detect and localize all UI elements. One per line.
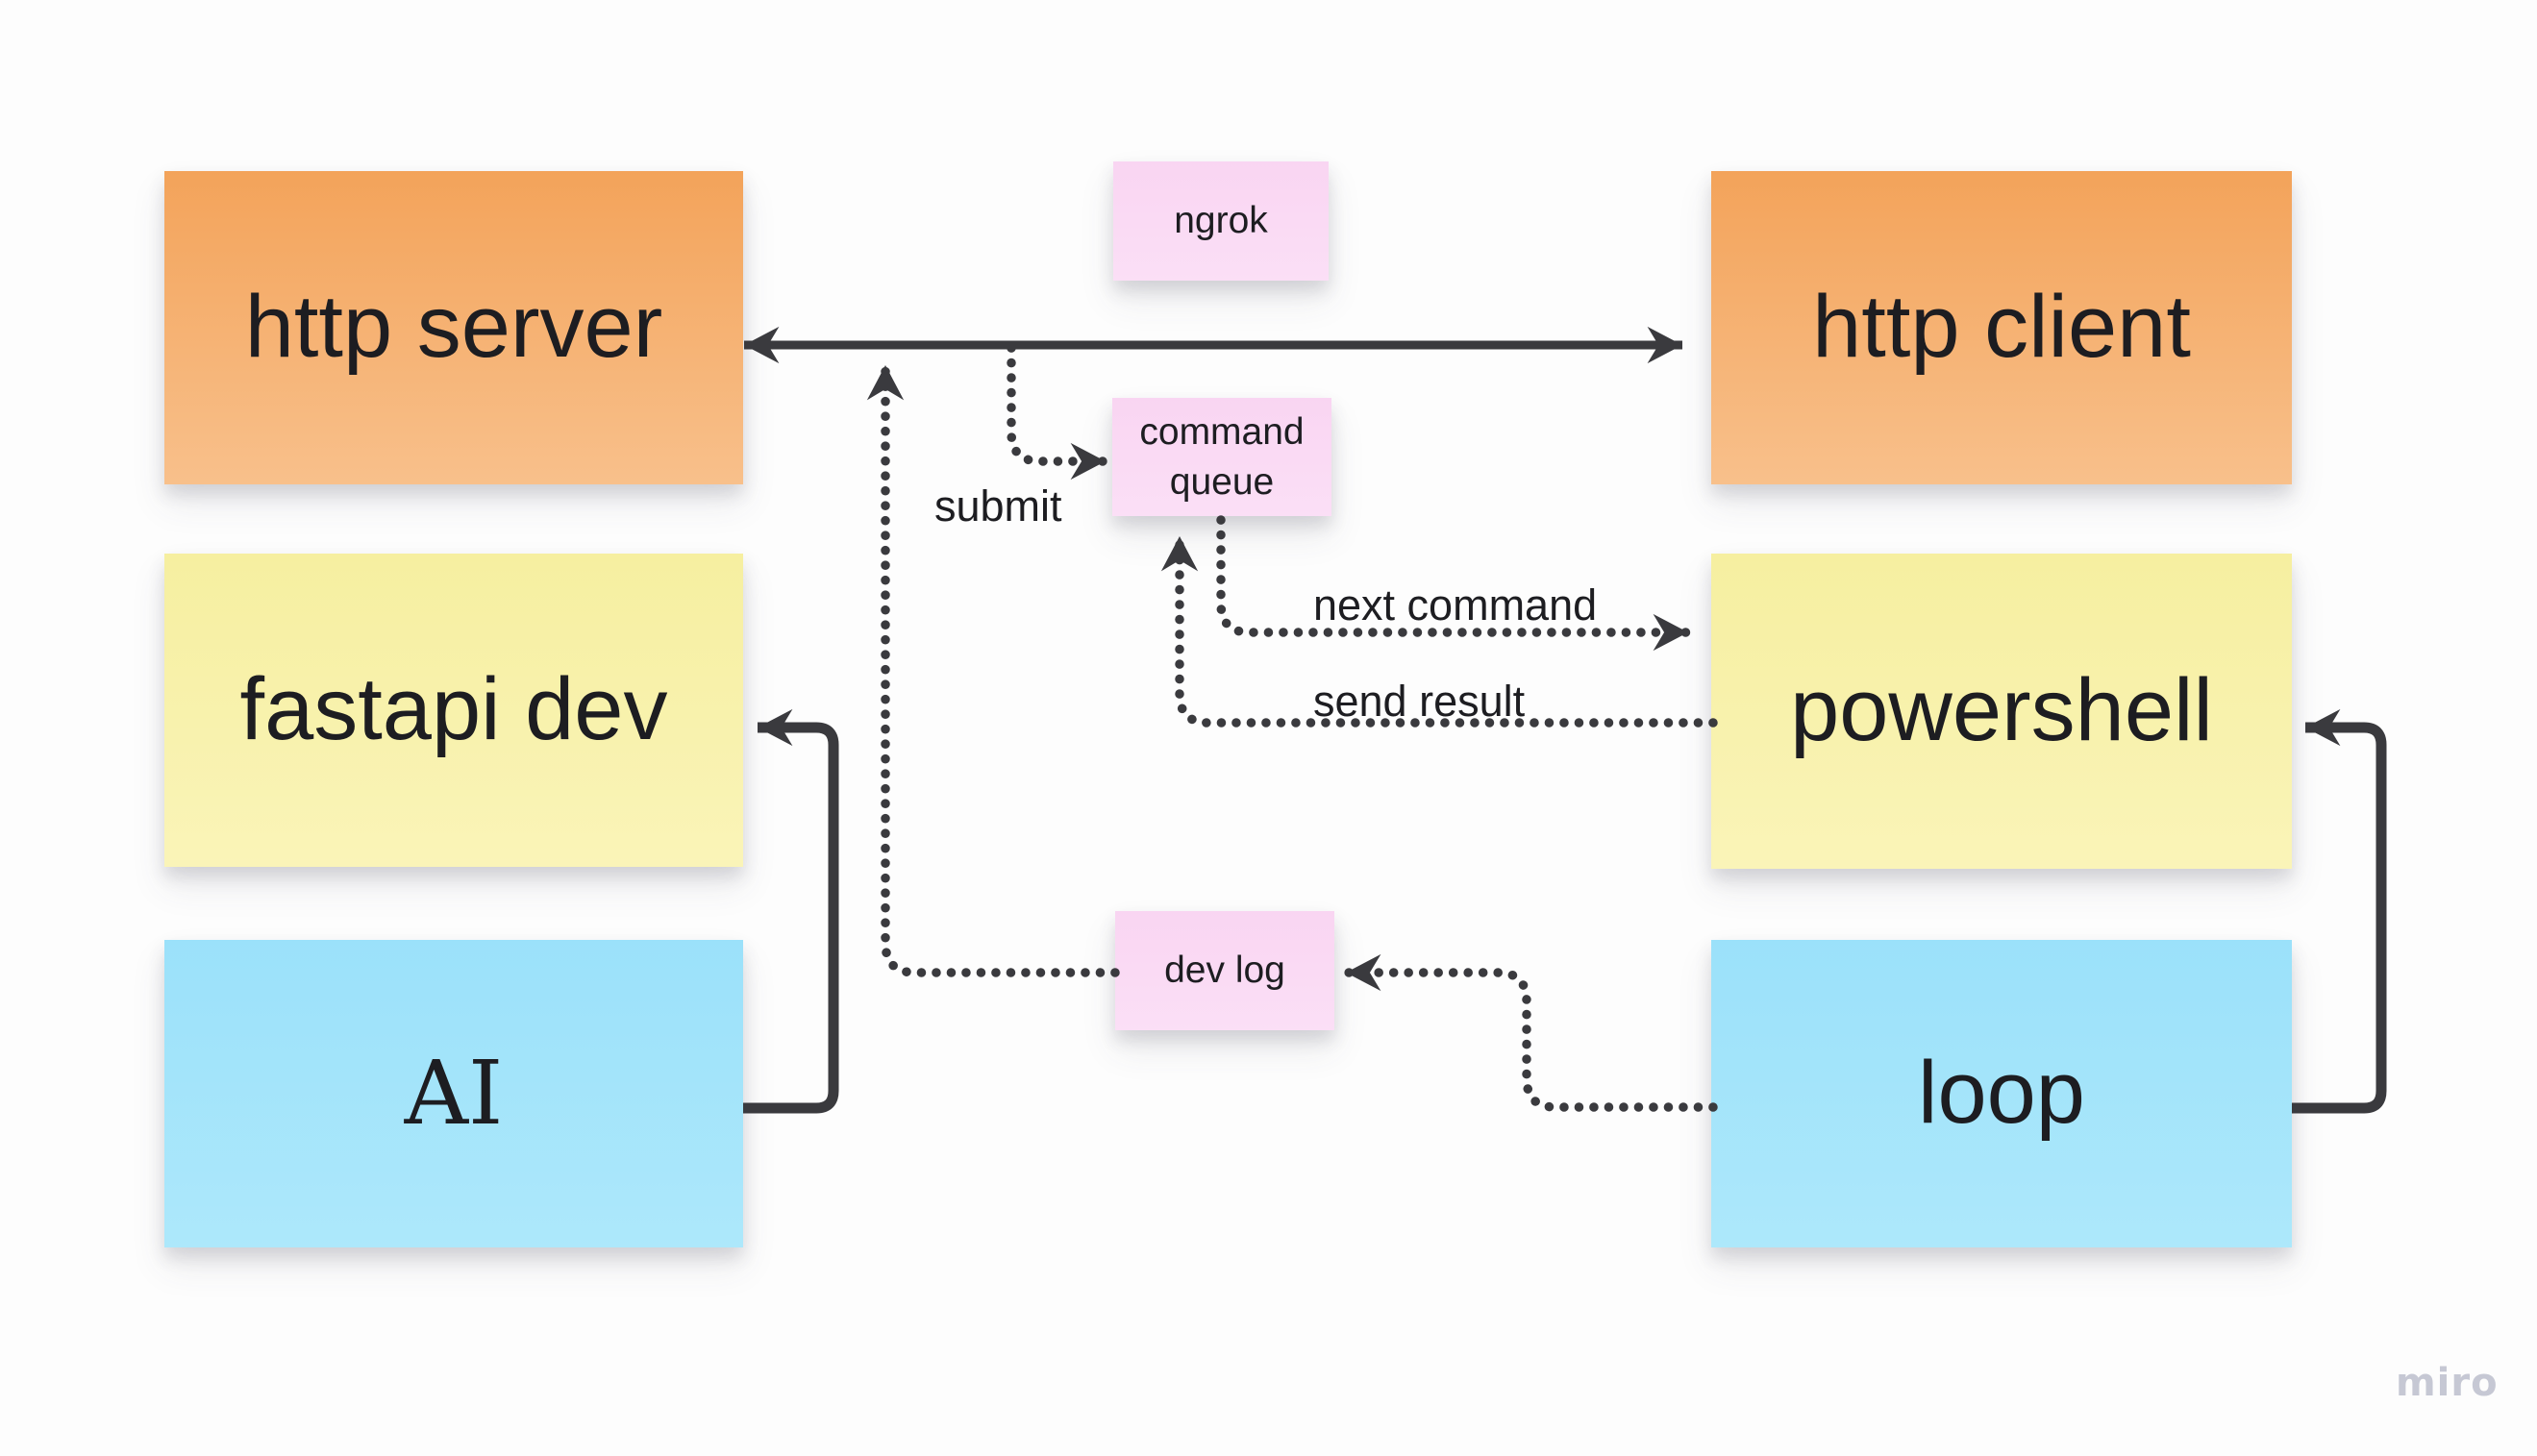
miro-watermark: miro xyxy=(2396,1361,2499,1405)
edge-label-send-result[interactable]: send result xyxy=(1313,677,1526,726)
sticky-ngrok-label: ngrok xyxy=(1174,200,1268,242)
sticky-command-queue[interactable]: command queue xyxy=(1112,398,1331,516)
sticky-powershell[interactable]: powershell xyxy=(1711,554,2292,869)
edge-loop-to-dev-log[interactable] xyxy=(1341,953,1718,1112)
edge-label-submit[interactable]: submit xyxy=(934,481,1062,531)
sticky-http-server[interactable]: http server xyxy=(164,171,743,484)
edge-loop-to-powershell[interactable] xyxy=(2292,708,2387,1114)
edge-label-next-command[interactable]: next command xyxy=(1313,580,1598,629)
sticky-fastapi-dev[interactable]: fastapi dev xyxy=(164,554,743,867)
edge-submit-to-command-queue[interactable] xyxy=(1007,343,1110,481)
sticky-ai[interactable]: AI xyxy=(164,940,743,1247)
sticky-http-client-label: http client xyxy=(1812,278,2191,377)
edge-ai-to-fastapi-dev[interactable] xyxy=(743,708,839,1114)
sticky-fastapi-dev-label: fastapi dev xyxy=(239,660,668,759)
sticky-dev-log[interactable]: dev log xyxy=(1115,911,1334,1030)
sticky-loop[interactable]: loop xyxy=(1711,940,2292,1247)
edge-dev-log-to-http-line[interactable] xyxy=(866,360,1120,977)
sticky-powershell-label: powershell xyxy=(1790,661,2213,760)
sticky-http-client[interactable]: http client xyxy=(1711,171,2292,484)
sticky-dev-log-label: dev log xyxy=(1164,950,1285,992)
sticky-command-queue-label: command queue xyxy=(1139,411,1305,503)
sticky-ai-label: AI xyxy=(404,1042,504,1146)
sticky-loop-label: loop xyxy=(1918,1044,2085,1143)
sticky-http-server-label: http server xyxy=(244,278,663,377)
sticky-ngrok[interactable]: ngrok xyxy=(1113,161,1329,281)
